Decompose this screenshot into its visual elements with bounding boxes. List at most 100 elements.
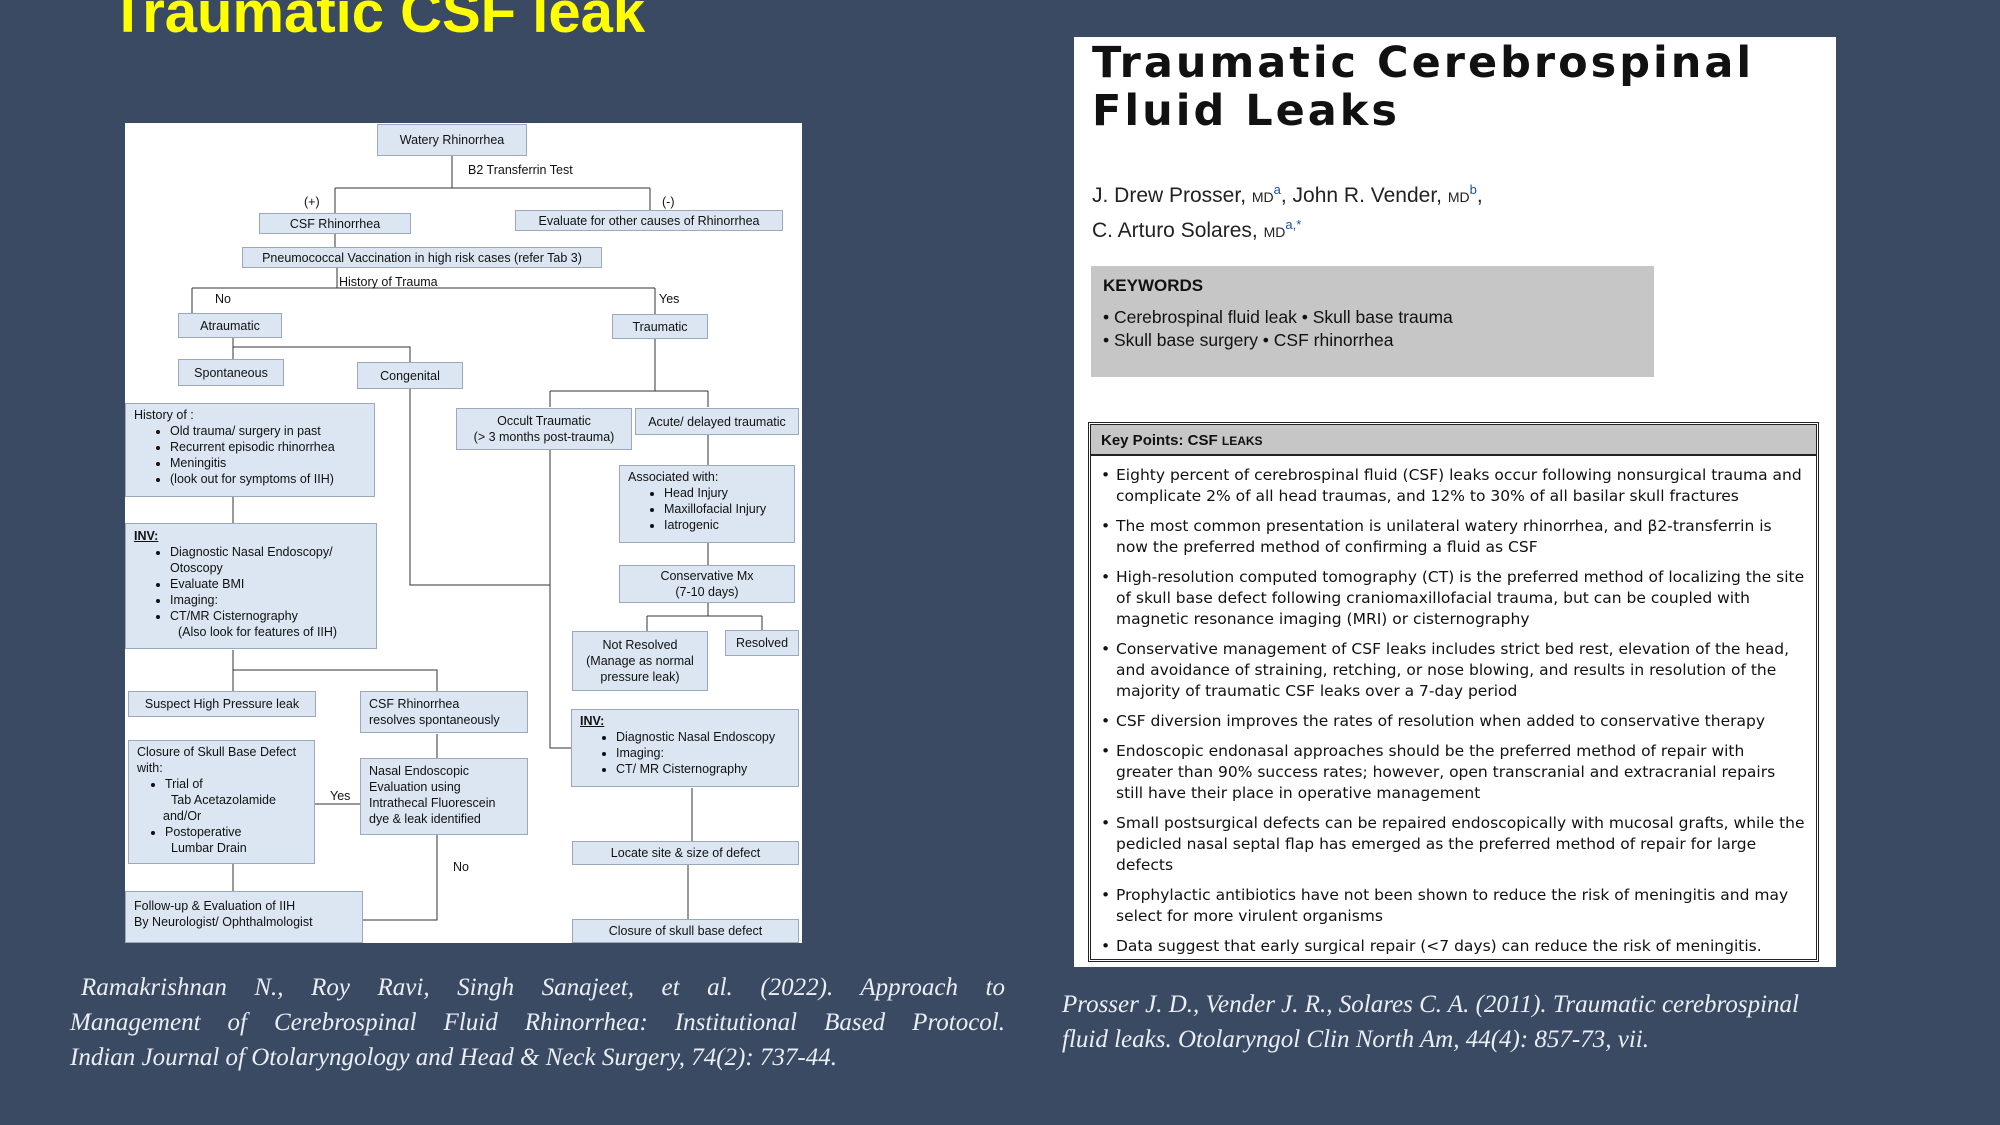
csf-resolves-line2: resolves spontaneously	[369, 713, 500, 727]
associated-item: Iatrogenic	[664, 517, 786, 533]
nasal-endoscopic-box: Nasal Endoscopic Evaluation using Intrat…	[360, 758, 528, 835]
resolved-box: Resolved	[725, 630, 799, 656]
closure-item: Trial of	[165, 776, 306, 792]
associated-box: Associated with: Head Injury Maxillofaci…	[619, 465, 795, 543]
spontaneous-box: Spontaneous	[178, 359, 284, 386]
closure-final-box: Closure of skull base defect	[572, 919, 799, 943]
paper-excerpt: Traumatic Cerebrospinal Fluid Leaks J. D…	[1074, 37, 1836, 967]
keywords-line: • Cerebrospinal fluid leak • Skull base …	[1103, 307, 1453, 327]
nasal-line3: Intrathecal Fluorescein	[369, 796, 496, 810]
paper-title-line1: Traumatic Cerebrospinal	[1092, 38, 1755, 88]
nasal-line4: dye & leak identified	[369, 812, 481, 826]
author-3: C. Arturo Solares,	[1092, 219, 1264, 242]
not-resolved-box: Not Resolved (Manage as normal pressure …	[572, 631, 708, 691]
yes-label-2: Yes	[330, 789, 351, 803]
author-degree: MD	[1447, 189, 1470, 205]
nasal-line1: Nasal Endoscopic	[369, 764, 470, 778]
slide-title: Traumatic CSF leak	[110, 0, 646, 45]
b2-transferrin-label: B2 Transferrin Test	[468, 163, 573, 177]
inv2-item: Diagnostic Nasal Endoscopy	[616, 729, 790, 745]
closure-defect-box: Closure of Skull Base Defect with: Trial…	[128, 740, 315, 864]
evaluate-other-box: Evaluate for other causes of Rhinorrhea	[515, 210, 783, 231]
keywords-heading: KEYWORDS	[1103, 276, 1204, 295]
citation-left-line2: Management of Cerebrospinal Fluid Rhinor…	[70, 1009, 1005, 1036]
flowchart-connectors	[191, 156, 763, 921]
not-resolved-line3: pressure leak)	[600, 670, 680, 684]
history-item: Meningitis	[170, 455, 366, 471]
inv2-item: Imaging:	[616, 745, 790, 761]
author-degree: MD	[1263, 224, 1286, 240]
inv2-item: CT/ MR Cisternography	[616, 761, 790, 777]
yes-label: Yes	[659, 292, 680, 306]
flowchart-figure: Watery Rhinorrhea B2 Transferrin Test (+…	[125, 123, 802, 943]
key-point: Data suggest that early surgical repair …	[1101, 936, 1806, 957]
author-comma: ,	[1476, 184, 1483, 207]
key-point: Endoscopic endonasal approaches should b…	[1101, 741, 1806, 804]
citation-left: Ramakrishnan N., Roy Ravi, Singh Sanajee…	[70, 970, 1005, 1075]
inv-box-1: INV: Diagnostic Nasal Endoscopy/ Otoscop…	[125, 523, 377, 649]
acute-delayed-box: Acute/ delayed traumatic	[635, 408, 799, 435]
closure-andor: and/Or	[163, 809, 202, 823]
paper-authors: J. Drew Prosser, MDa, John R. Vender, MD…	[1092, 176, 1483, 246]
inv2-heading: INV:	[580, 714, 605, 728]
closure-item1b: Tab Acetazolamide	[171, 793, 276, 807]
inv-heading: INV:	[134, 529, 159, 543]
occult-line1: Occult Traumatic	[497, 414, 591, 428]
associated-item: Maxillofacial Injury	[664, 501, 786, 517]
inv-item: Diagnostic Nasal Endoscopy/ Otoscopy	[170, 544, 368, 576]
watery-rhinorrhea-box: Watery Rhinorrhea	[377, 124, 527, 156]
inv-item: CT/MR Cisternography	[170, 608, 368, 624]
not-resolved-line1: Not Resolved	[602, 638, 678, 652]
key-point: The most common presentation is unilater…	[1101, 516, 1806, 558]
key-point: Eighty percent of cerebrospinal fluid (C…	[1101, 465, 1806, 507]
author-degree: MD	[1251, 189, 1274, 205]
conservative-mx-box: Conservative Mx (7-10 days)	[619, 565, 795, 603]
key-points-title: Key Points: CSF	[1101, 432, 1222, 449]
inv-item: Evaluate BMI	[170, 576, 368, 592]
key-point: Conservative management of CSF leaks inc…	[1101, 639, 1806, 702]
key-points-box: Key Points: CSF LEAKS Eighty percent of …	[1088, 422, 1819, 962]
history-of-box: History of : Old trauma/ surgery in past…	[125, 403, 375, 497]
negative-label: (-)	[662, 195, 675, 209]
history-of-heading: History of :	[134, 408, 194, 422]
traumatic-box: Traumatic	[612, 314, 708, 339]
author-1: J. Drew Prosser,	[1092, 184, 1252, 207]
citation-right: Prosser J. D., Vender J. R., Solares C. …	[1062, 987, 1922, 1057]
closure-item: Postoperative	[165, 824, 306, 840]
author-affiliation: b	[1469, 182, 1477, 197]
csf-resolves-line1: CSF Rhinorrhea	[369, 697, 460, 711]
occult-traumatic-box: Occult Traumatic (> 3 months post-trauma…	[456, 408, 632, 450]
suspect-high-pressure-box: Suspect High Pressure leak	[128, 691, 316, 717]
history-item: Old trauma/ surgery in past	[170, 423, 366, 439]
key-point: High-resolution computed tomography (CT)…	[1101, 567, 1806, 630]
no-label: No	[215, 292, 231, 306]
nasal-line2: Evaluation using	[369, 780, 461, 794]
inv-extra: (Also look for features of IIH)	[178, 625, 338, 639]
occult-line2: (> 3 months post-trauma)	[473, 430, 615, 444]
csf-resolves-box: CSF Rhinorrhea resolves spontaneously	[360, 691, 528, 733]
closure-line1: Closure of Skull Base Defect	[137, 745, 297, 759]
key-points-list: Eighty percent of cerebrospinal fluid (C…	[1091, 456, 1816, 957]
key-points-title-small: LEAKS	[1221, 434, 1263, 448]
citation-left-line1: Ramakrishnan N., Roy Ravi, Singh Sanajee…	[81, 974, 1005, 1001]
not-resolved-line2: (Manage as normal	[586, 654, 694, 668]
keywords-line: • Skull base surgery • CSF rhinorrhea	[1103, 330, 1394, 350]
positive-label: (+)	[304, 195, 320, 209]
key-points-heading: Key Points: CSF LEAKS	[1091, 425, 1816, 456]
key-point: Prophylactic antibiotics have not been s…	[1101, 885, 1806, 927]
paper-title-line2: Fluid Leaks	[1092, 86, 1400, 136]
followup-box: Follow-up & Evaluation of IIH By Neurolo…	[125, 891, 363, 943]
no-label-2: No	[453, 860, 469, 874]
associated-heading: Associated with:	[628, 470, 719, 484]
atraumatic-box: Atraumatic	[178, 313, 282, 338]
author-affiliation: a	[1273, 182, 1281, 197]
closure-item2b: Lumbar Drain	[171, 841, 247, 855]
history-item: Recurrent episodic rhinorrhea	[170, 439, 366, 455]
closure-line2: with:	[137, 761, 163, 775]
key-point: Small postsurgical defects can be repair…	[1101, 813, 1806, 876]
paper-title: Traumatic Cerebrospinal Fluid Leaks	[1092, 39, 1754, 135]
author-affiliation: a,*	[1285, 217, 1302, 232]
inv-box-2: INV: Diagnostic Nasal Endoscopy Imaging:…	[571, 709, 799, 787]
history-trauma-label: History of Trauma	[339, 275, 438, 289]
citation-right-line2: fluid leaks. Otolaryngol Clin North Am, …	[1062, 1026, 1649, 1053]
